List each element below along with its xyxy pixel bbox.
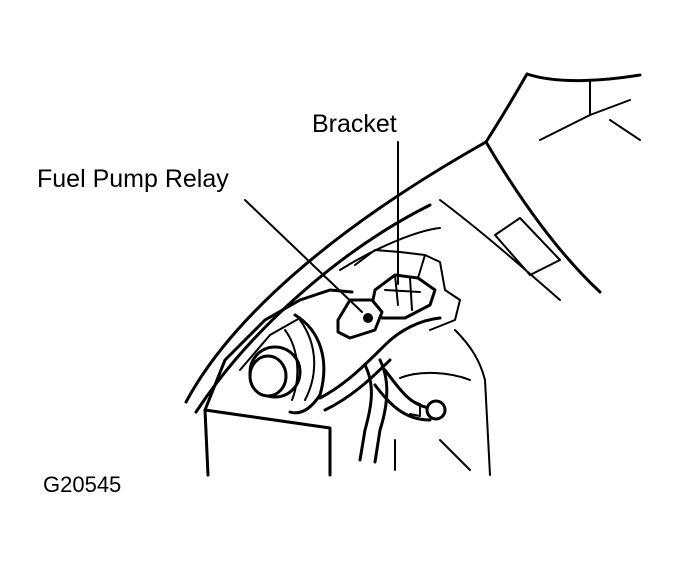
lower-bay-lines [394, 371, 471, 471]
cowl-panel-line [439, 199, 561, 301]
engine-block-edge [454, 329, 491, 476]
bracket-label: Bracket [312, 110, 397, 138]
tube-line [383, 368, 432, 410]
figure-id-label: G20545 [43, 472, 122, 497]
fitting-detail [409, 399, 421, 417]
fender-inner-outline [194, 203, 432, 414]
wiring-harness-lower [323, 358, 392, 412]
cowl-edge [484, 140, 602, 294]
harness-drop-2 [373, 358, 389, 464]
wiper-area [539, 79, 641, 141]
lamp-socket-cap [248, 354, 288, 398]
socket-ribs [284, 319, 316, 401]
windshield-panel [484, 72, 529, 144]
bracket-ribs [384, 274, 421, 311]
tube-line-2 [373, 383, 432, 422]
radiator-support [203, 408, 332, 477]
fuel-pump-relay-body [336, 298, 384, 340]
bracket-top [354, 249, 426, 266]
relay-connector [363, 313, 373, 323]
headlamp-inner [239, 317, 301, 371]
cowl-top [525, 72, 642, 83]
tube-fitting [425, 399, 447, 421]
fender-outline [184, 140, 488, 404]
relay-leader-line [244, 199, 363, 313]
headlamp-housing [203, 288, 354, 412]
socket-collar [288, 313, 326, 415]
fuel-pump-relay-label: Fuel Pump Relay [37, 165, 229, 193]
vent-slot [494, 217, 561, 276]
wiring-harness-main [318, 316, 442, 400]
harness-drop [358, 363, 373, 462]
